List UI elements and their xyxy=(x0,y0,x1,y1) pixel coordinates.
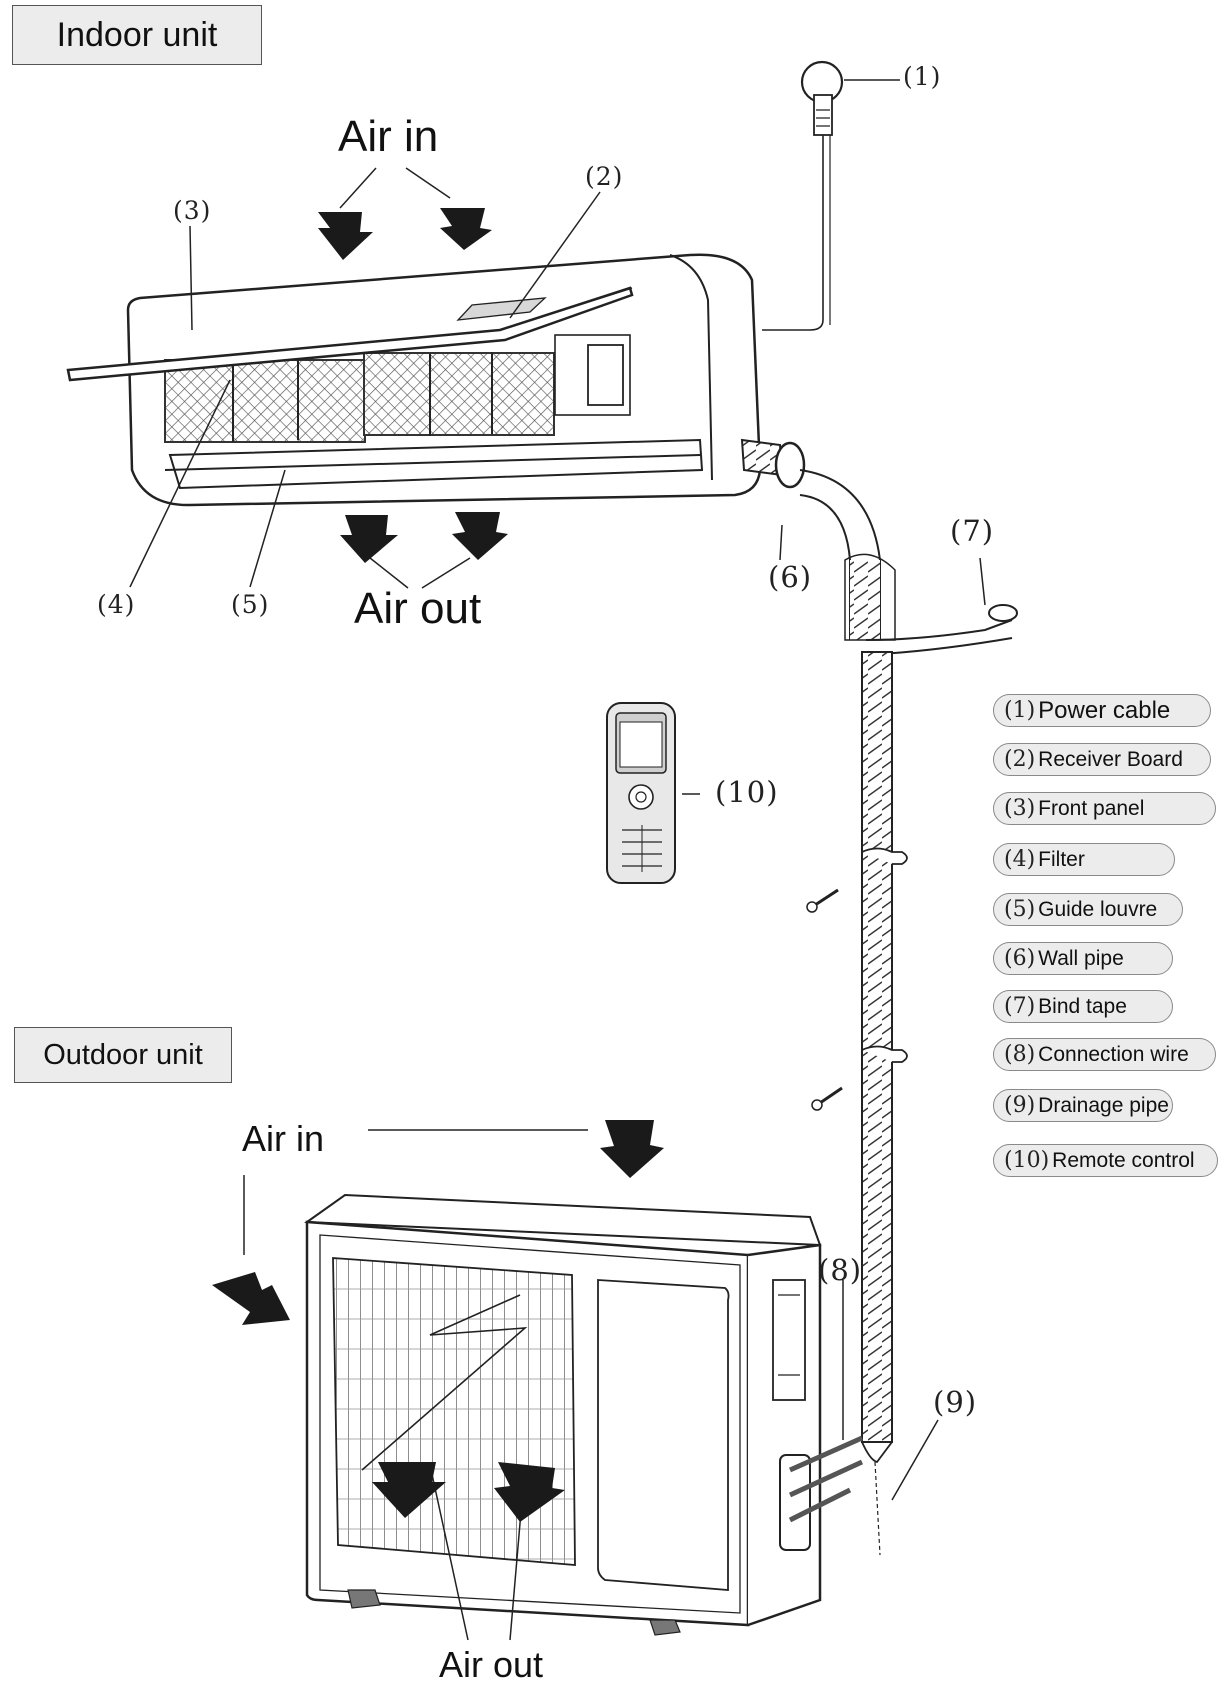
legend-number: (7) xyxy=(1004,994,1036,1019)
legend-number: (3) xyxy=(1004,796,1036,821)
legend-label: Remote control xyxy=(1052,1148,1195,1172)
legend-item-remote-control: (10) Remote control xyxy=(993,1144,1218,1177)
legend-item-front-panel: (3) Front panel xyxy=(993,792,1216,825)
remote-control-drawing xyxy=(606,702,700,884)
legend-item-connection-wire: (8) Connection wire xyxy=(993,1038,1216,1071)
legend-label: Wall pipe xyxy=(1038,946,1124,970)
legend-number: (1) xyxy=(1004,698,1036,723)
legend-label: Receiver Board xyxy=(1038,747,1183,771)
pipe-bundle-drawing xyxy=(861,651,908,1464)
indoor-unit-header: Indoor unit xyxy=(12,5,262,65)
indoor-unit-drawing xyxy=(66,253,896,641)
arrow-icon xyxy=(452,512,508,560)
bind-tape-drawing xyxy=(861,557,1018,656)
arrow-icon xyxy=(600,1120,664,1178)
arrow-icon xyxy=(340,515,398,563)
callout-7: (7) xyxy=(950,514,995,548)
legend-number: (6) xyxy=(1004,946,1036,971)
legend-item-receiver-board: (2) Receiver Board xyxy=(993,743,1211,776)
legend-label: Power cable xyxy=(1038,696,1171,724)
legend-label: Guide louvre xyxy=(1038,897,1158,921)
outdoor-air-out-label: Air out xyxy=(439,1644,544,1685)
callout-1: (1) xyxy=(903,62,942,91)
callout-8: (8) xyxy=(818,1253,863,1287)
callout-6: (6) xyxy=(768,560,813,594)
callout-4: (4) xyxy=(97,590,136,619)
airflow-arrows xyxy=(212,208,664,1522)
legend-item-guide-louvre: (5) Guide louvre xyxy=(993,893,1183,926)
callout-10: (10) xyxy=(715,775,779,809)
legend-item-drainage-pipe: (9) Drainage pipe xyxy=(993,1089,1173,1122)
arrow-icon xyxy=(212,1272,290,1325)
legend-label: Bind tape xyxy=(1038,994,1127,1018)
legend-label: Front panel xyxy=(1038,796,1145,820)
legend-label: Connection wire xyxy=(1038,1042,1189,1066)
legend-number: (9) xyxy=(1004,1093,1036,1118)
outdoor-unit-drawing xyxy=(304,1193,939,1636)
legend-label: Filter xyxy=(1038,847,1085,871)
legend-item-bind-tape: (7) Bind tape xyxy=(993,990,1173,1023)
legend-number: (8) xyxy=(1004,1042,1036,1067)
callout-5: (5) xyxy=(231,590,270,619)
legend-number: (2) xyxy=(1004,747,1036,772)
indoor-air-out-label: Air out xyxy=(354,584,482,633)
legend-item-power-cable: (1) Power cable xyxy=(993,694,1211,727)
legend-number: (10) xyxy=(1004,1148,1050,1173)
callout-9: (9) xyxy=(933,1385,978,1419)
indoor-air-in-label: Air in xyxy=(338,112,439,161)
arrow-icon xyxy=(494,1462,565,1522)
legend-label: Drainage pipe xyxy=(1038,1093,1169,1117)
legend-number: (5) xyxy=(1004,897,1036,922)
power-cable-drawing xyxy=(762,60,900,331)
outdoor-unit-header: Outdoor unit xyxy=(14,1027,232,1083)
legend-item-filter: (4) Filter xyxy=(993,843,1175,876)
legend-item-wall-pipe: (6) Wall pipe xyxy=(993,942,1173,975)
screw-icons xyxy=(806,888,843,1111)
arrow-icon xyxy=(318,212,373,260)
arrow-icon xyxy=(372,1462,446,1518)
callout-2: (2) xyxy=(585,162,624,191)
callout-3: (3) xyxy=(173,196,212,225)
arrow-icon xyxy=(440,208,492,250)
legend-number: (4) xyxy=(1004,847,1036,872)
outdoor-air-in-label: Air in xyxy=(242,1118,325,1159)
